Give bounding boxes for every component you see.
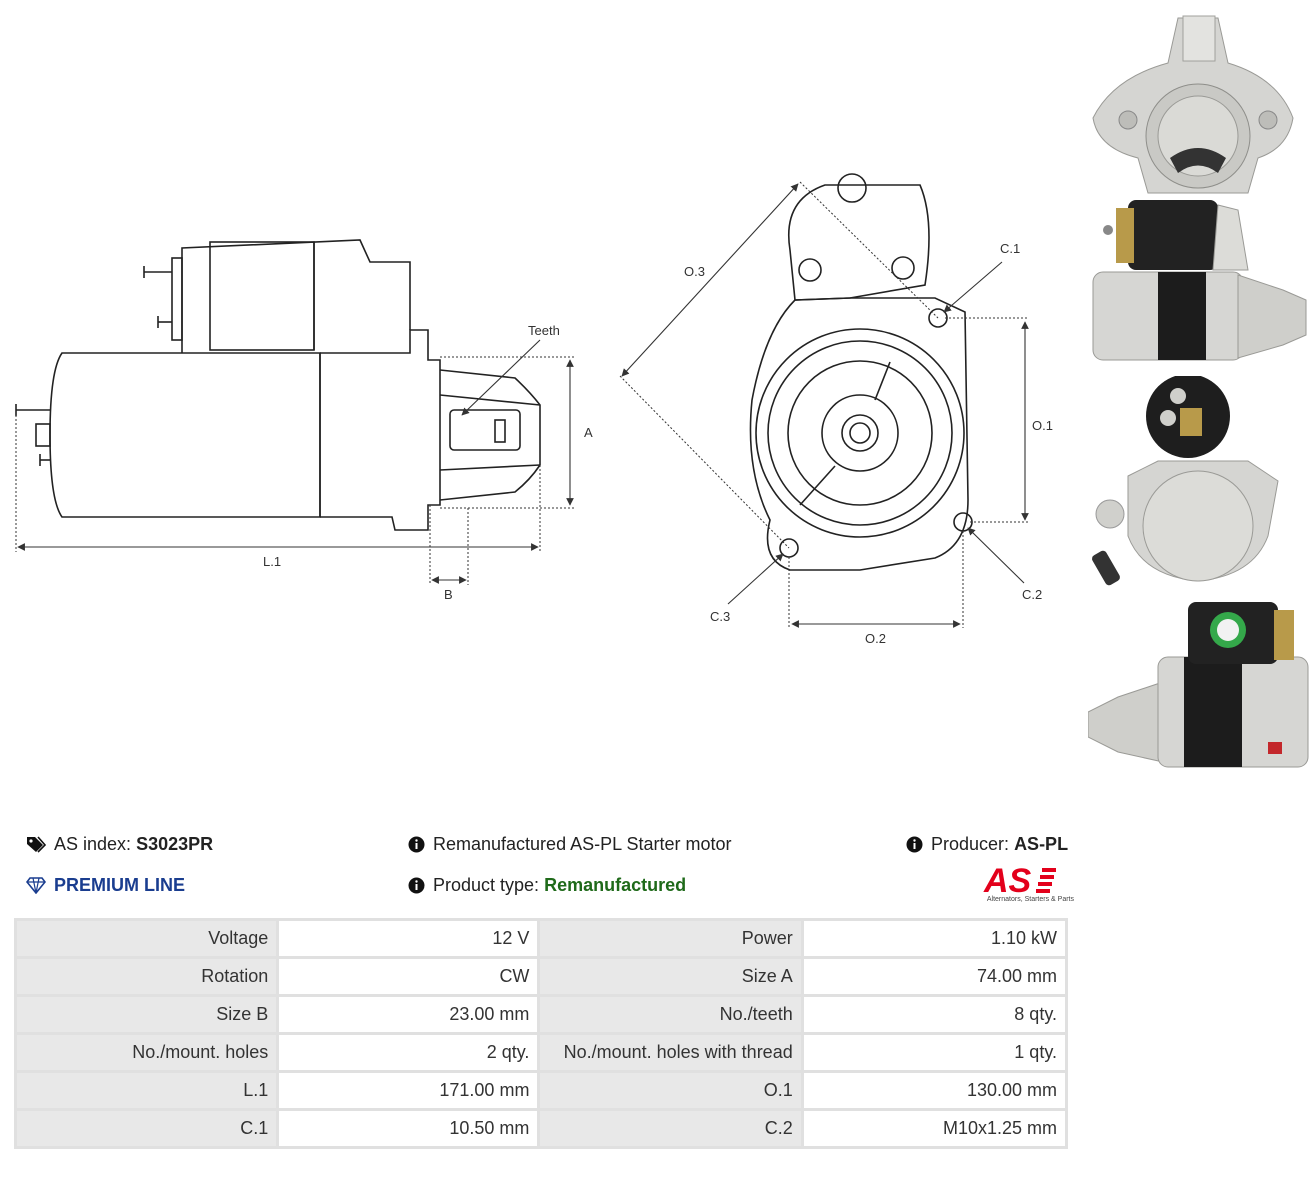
spec-label: No./teeth [537, 994, 804, 1035]
spec-label: L.1 [13, 1070, 280, 1111]
info-icon [408, 836, 425, 853]
table-row: Rotation CW Size A 74.00 mm [13, 956, 1069, 997]
spec-label: C.1 [13, 1108, 280, 1149]
as-index-label: AS index: [54, 834, 132, 854]
spec-label: No./mount. holes [13, 1032, 280, 1073]
spec-value: 10.50 mm [276, 1108, 541, 1149]
product-type: Product type: Remanufactured [408, 875, 686, 896]
spec-table: Voltage 12 V Power 1.10 kW Rotation CW S… [13, 918, 1069, 1149]
spec-value: 74.00 mm [800, 956, 1069, 997]
premium-line[interactable]: PREMIUM LINE [26, 875, 185, 896]
table-row: No./mount. holes 2 qty. No./mount. holes… [13, 1032, 1069, 1073]
label-l1: L.1 [263, 554, 281, 569]
label-teeth: Teeth [528, 323, 560, 338]
starter-side-label-photo[interactable] [1088, 602, 1310, 774]
table-row: Voltage 12 V Power 1.10 kW [13, 918, 1069, 959]
spec-value: 171.00 mm [276, 1070, 541, 1111]
spec-value: 130.00 mm [800, 1070, 1069, 1111]
starter-side-photo[interactable] [1088, 200, 1310, 370]
table-row: L.1 171.00 mm O.1 130.00 mm [13, 1070, 1069, 1111]
spec-label: Size A [537, 956, 804, 997]
table-row: C.1 10.50 mm C.2 M10x1.25 mm [13, 1108, 1069, 1149]
starter-front-photo[interactable] [1088, 8, 1310, 194]
spec-label: O.1 [537, 1070, 804, 1111]
product-info: AS index: S3023PR Remanufactured AS-PL S… [26, 832, 1070, 912]
spec-label: Voltage [13, 918, 280, 959]
spec-label: Rotation [13, 956, 280, 997]
tags-icon [27, 835, 46, 853]
label-c1: C.1 [1000, 241, 1020, 256]
info-icon [408, 877, 425, 894]
label-o3: O.3 [684, 264, 705, 279]
logo-subtitle: Alternators, Starters & Parts [986, 896, 1074, 903]
technical-drawing: Teeth A L.1 B O.3 O.1 O.2 C [15, 173, 1053, 646]
label-c3: C.3 [710, 609, 730, 624]
side-view-dimensions [15, 356, 575, 585]
dimension-o3-arrow [621, 183, 799, 377]
label-o2: O.2 [865, 631, 886, 646]
producer-value: AS-PL [1014, 834, 1069, 854]
description: Remanufactured AS-PL Starter motor [408, 834, 731, 855]
spec-value: 12 V [276, 918, 541, 959]
premium-line-text: PREMIUM LINE [54, 875, 186, 895]
diamond-icon [26, 877, 46, 894]
label-a: A [584, 425, 593, 440]
as-pl-logo: AS Alternators, Starters & Parts [964, 862, 1074, 908]
teeth-leader [461, 339, 541, 416]
spec-label: No./mount. holes with thread [537, 1032, 804, 1073]
product-type-label: Product type: [433, 875, 540, 895]
producer: Producer: AS-PL [906, 834, 1068, 855]
info-icon [906, 836, 923, 853]
label-c2: C.2 [1022, 587, 1042, 602]
spec-label: C.2 [537, 1108, 804, 1149]
spec-value: 1.10 kW [800, 918, 1069, 959]
product-type-value: Remanufactured [544, 875, 687, 895]
svg-text:AS: AS [983, 862, 1032, 896]
description-text: Remanufactured AS-PL Starter motor [433, 834, 732, 854]
spec-value: 2 qty. [276, 1032, 541, 1073]
label-o1: O.1 [1032, 418, 1053, 433]
starter-rear-photo[interactable] [1088, 376, 1310, 596]
product-photos [1088, 8, 1310, 780]
spec-label: Size B [13, 994, 280, 1035]
front-view-dimensions [619, 181, 1028, 628]
label-b: B [444, 587, 453, 602]
as-index-value: S3023PR [136, 834, 214, 854]
spec-value: 1 qty. [800, 1032, 1069, 1073]
producer-label: Producer: [931, 834, 1010, 854]
front-view [749, 173, 973, 571]
spec-value: CW [276, 956, 541, 997]
c2-leader [967, 527, 1025, 584]
spec-value: 8 qty. [800, 994, 1069, 1035]
spec-value: M10x1.25 mm [800, 1108, 1069, 1149]
c1-leader [943, 261, 1003, 313]
as-index: AS index: S3023PR [26, 834, 213, 855]
as-logo-mark: AS [983, 862, 1056, 900]
table-row: Size B 23.00 mm No./teeth 8 qty. [13, 994, 1069, 1035]
c3-leader [727, 553, 784, 605]
side-view [15, 239, 541, 531]
spec-label: Power [537, 918, 804, 959]
spec-value: 23.00 mm [276, 994, 541, 1035]
